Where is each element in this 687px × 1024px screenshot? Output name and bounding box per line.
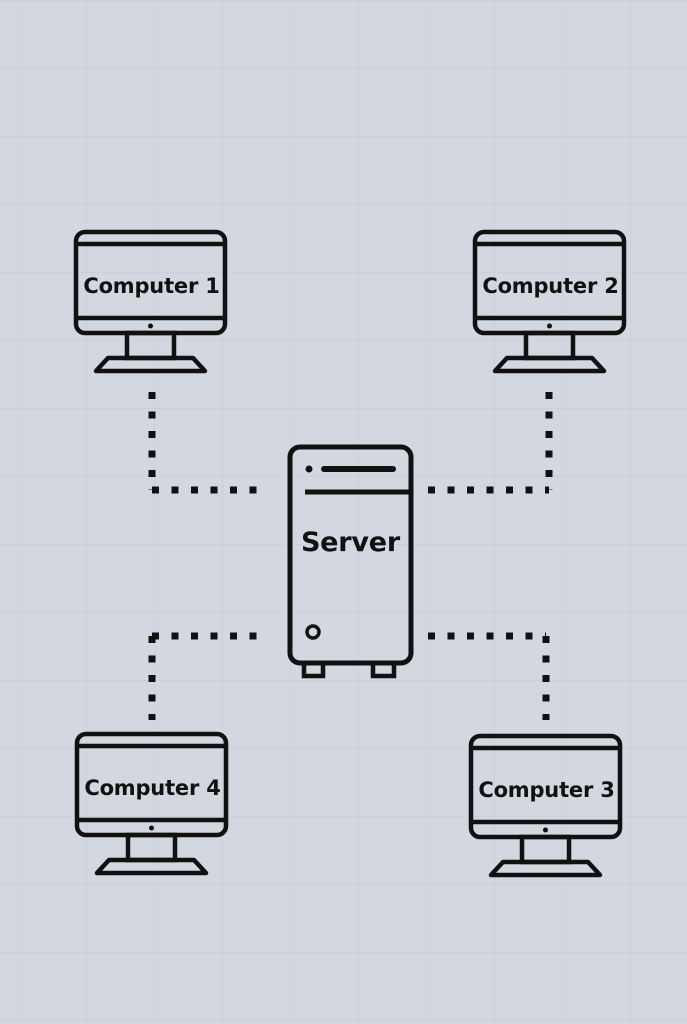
computer-1-monitor-icon (76, 232, 225, 371)
server-label: Server (300, 527, 401, 558)
computer-2-monitor-icon (475, 232, 624, 371)
computer-2-label: Computer 2 (482, 274, 619, 298)
computer-1-label: Computer 1 (83, 274, 220, 298)
connector-computer-4 (148, 632, 268, 720)
computer-3-label: Computer 3 (478, 778, 615, 802)
computer-3-monitor-icon (471, 736, 620, 875)
computer-4-monitor-icon (77, 734, 226, 873)
computer-4-label: Computer 4 (84, 776, 221, 800)
server-icon (287, 444, 414, 679)
connector-computer-1 (148, 392, 268, 494)
connector-computer-3 (428, 632, 550, 720)
connector-computer-2 (428, 392, 553, 494)
